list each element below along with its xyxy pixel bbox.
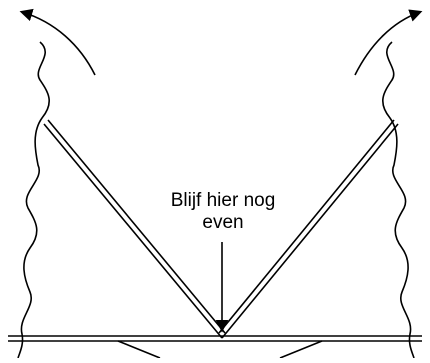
annotation-label: Blijf hier nog even — [128, 190, 318, 234]
left-wall-line-outer — [43, 123, 223, 339]
top-right-arrow — [354, 9, 423, 76]
right-wall-line-outer — [221, 123, 399, 339]
lower-right-line — [279, 340, 323, 359]
right-wavy-boundary — [382, 41, 415, 359]
lower-left-line — [117, 340, 161, 359]
annotation-line-2: even — [202, 212, 244, 233]
top-left-arrow — [19, 8, 96, 76]
left-wall-line-inner — [47, 119, 226, 334]
annotation-line-1: Blijf hier nog — [170, 190, 276, 211]
right-wall-line-inner — [218, 119, 395, 334]
left-wavy-boundary — [17, 41, 50, 359]
